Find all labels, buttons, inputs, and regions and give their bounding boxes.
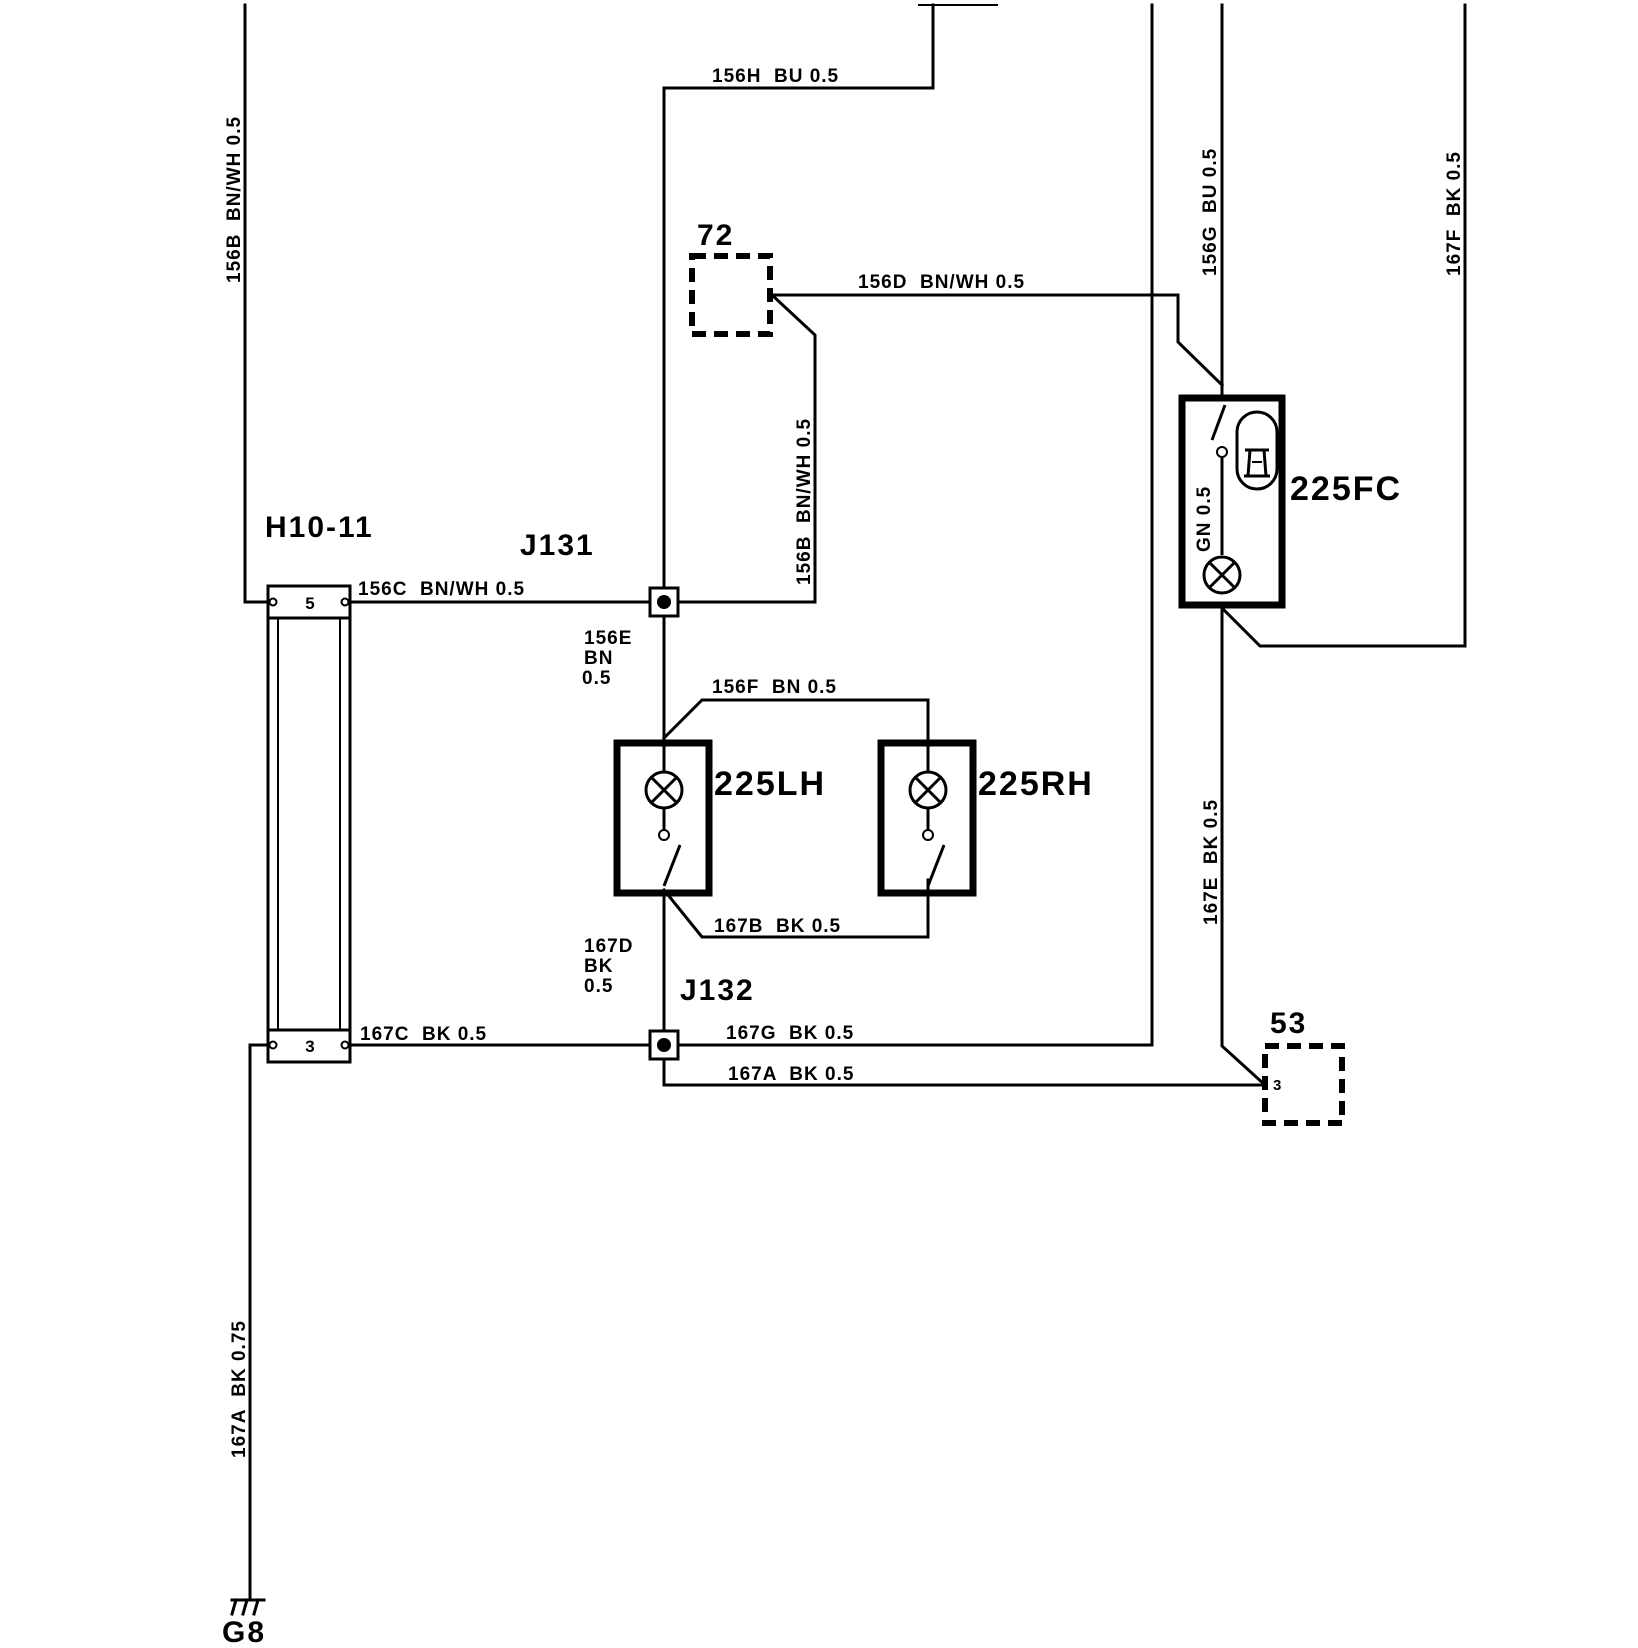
label-167g: 167G BK 0.5 xyxy=(726,1023,854,1044)
225lh-switch-icon xyxy=(662,844,682,887)
label-72: 72 xyxy=(697,219,734,252)
seat-icon xyxy=(1244,448,1270,478)
label-j132: J132 xyxy=(680,974,755,1007)
225fc-switch-icon xyxy=(1210,404,1227,441)
wire-167g xyxy=(676,3,1154,1047)
wire-167f xyxy=(1219,3,1467,648)
label-225rh: 225RH xyxy=(978,765,1094,803)
label-53: 53 xyxy=(1270,1007,1307,1040)
connector-h10-11: 5 3 xyxy=(266,584,352,1064)
label-156e-line2: BN xyxy=(584,648,613,669)
label-167b: 167B BK 0.5 xyxy=(714,916,841,937)
lamp-225fc xyxy=(1178,394,1286,609)
wire-167b xyxy=(661,878,930,939)
wire-156h xyxy=(662,3,935,590)
label-156e-line1: 156E xyxy=(584,628,632,649)
wire-167e xyxy=(1220,604,1268,1088)
label-156b-left: 156B BN/WH 0.5 xyxy=(224,116,245,283)
label-g8: G8 xyxy=(222,1616,266,1648)
ground-g8-icon xyxy=(230,1598,266,1616)
lamp-225rh xyxy=(877,739,977,897)
label-156g: 156G BU 0.5 xyxy=(1200,148,1221,276)
225rh-contact-dot xyxy=(922,829,934,841)
connector-53-pin3: 3 xyxy=(1273,1077,1281,1094)
label-225fc: 225FC xyxy=(1290,470,1402,508)
connector-53-box xyxy=(1262,1043,1345,1126)
label-156e-line3: 0.5 xyxy=(582,668,611,689)
label-156c: 156C BN/WH 0.5 xyxy=(358,579,525,600)
j132-box xyxy=(648,1029,680,1061)
225fc-seat-symbol-frame xyxy=(1235,410,1279,491)
wires xyxy=(243,3,1467,1600)
225lh-bulb-cross-b xyxy=(649,775,679,805)
j131-dot xyxy=(657,595,671,609)
225fc-contact-dot xyxy=(1216,446,1228,458)
225fc-bulb-cross-b xyxy=(1207,560,1237,590)
label-167d-line2: BK xyxy=(584,956,613,977)
h10-11-body xyxy=(266,584,352,1064)
label-j131: J131 xyxy=(520,529,595,562)
225fc-bulb-icon xyxy=(1202,555,1242,595)
lamp-225lh xyxy=(613,739,713,897)
label-167a-v: 167A BK 0.75 xyxy=(229,1320,250,1458)
connector-72-box xyxy=(689,253,773,337)
junction-j132 xyxy=(648,1029,680,1061)
label-156h: 156H BU 0.5 xyxy=(712,66,839,87)
junction-j131 xyxy=(648,586,680,618)
label-167d-line3: 0.5 xyxy=(584,976,613,997)
wire-156b-left xyxy=(243,3,270,604)
225rh-box xyxy=(877,739,977,897)
j131-box xyxy=(648,586,680,618)
wire-156d xyxy=(768,293,1225,388)
label-167c: 167C BK 0.5 xyxy=(360,1024,487,1045)
label-167f: 167F BK 0.5 xyxy=(1444,151,1465,276)
label-167d-line1: 167D xyxy=(584,936,633,957)
label-gn: GN 0.5 xyxy=(1194,486,1215,552)
h10-pin5-left-dot xyxy=(268,597,278,607)
h10-pin5-label: 5 xyxy=(305,594,314,613)
h10-pin3-right-dot xyxy=(340,1040,350,1050)
label-167a-h: 167A BK 0.5 xyxy=(728,1064,854,1085)
wire-167a-v xyxy=(248,1043,270,1600)
label-156d: 156D BN/WH 0.5 xyxy=(858,272,1025,293)
wire-156f xyxy=(661,698,930,772)
label-156b-right: 156B BN/WH 0.5 xyxy=(794,418,815,585)
wire-156b-right xyxy=(676,292,817,604)
h10-pin3-left-dot xyxy=(268,1040,278,1050)
225rh-switch-icon xyxy=(926,844,946,887)
wire-167a-h xyxy=(662,1058,1267,1087)
225lh-box xyxy=(613,739,713,897)
label-225lh: 225LH xyxy=(714,765,826,803)
label-h10-11: H10-11 xyxy=(265,511,374,544)
h10-pin3-label: 3 xyxy=(305,1037,314,1056)
j132-dot xyxy=(657,1038,671,1052)
label-156f: 156F BN 0.5 xyxy=(712,677,837,698)
h10-pin5-right-dot xyxy=(340,597,350,607)
label-167e: 167E BK 0.5 xyxy=(1201,799,1222,925)
225fc-box xyxy=(1178,394,1286,609)
225lh-contact-dot xyxy=(658,829,670,841)
225rh-bulb-cross-b xyxy=(913,775,943,805)
